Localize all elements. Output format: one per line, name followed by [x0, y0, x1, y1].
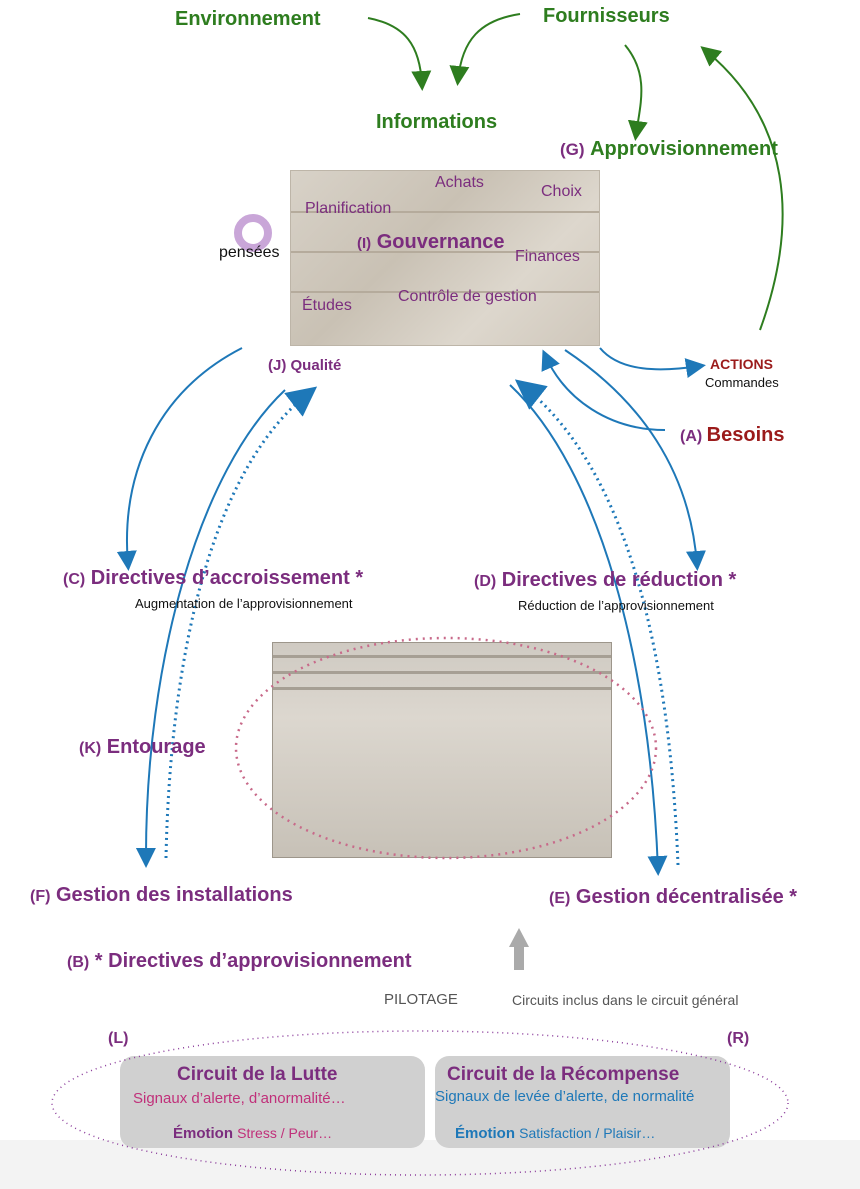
directives-d-label: Directives de réduction * [501, 569, 737, 591]
directives-c-code: (C) [63, 571, 86, 588]
arrow-gov-actions [599, 347, 706, 378]
arrow-besoins-gov [541, 349, 666, 431]
circuit-l-emotion-value: Stress / Peur… [237, 1125, 333, 1141]
directives-c-label: Directives d’accroissement * [90, 567, 364, 589]
gestion-f-code: (F) [30, 888, 51, 905]
qualite-code: (J) [268, 357, 287, 374]
directives-d-code: (D) [474, 573, 497, 590]
workshop-engraving-image [272, 642, 612, 858]
pilotage-label: PILOTAGE [384, 991, 458, 1008]
commandes-label: Commandes [705, 375, 779, 390]
arrow-actions-fournisseurs [700, 46, 784, 331]
besoins-node: (A) Besoins [680, 424, 784, 447]
gestion-f-label: Gestion des installations [56, 884, 293, 906]
cycle-icon [234, 214, 272, 252]
circuit-l-title: Circuit de la Lutte [177, 1064, 338, 1085]
pilotage-arrow-head [509, 928, 529, 947]
directives-b-node: (B) * Directives d’approvisionnement [67, 950, 412, 973]
approvisionnement-code: (G) [560, 140, 585, 159]
circuit-l-signals: Signaux d’alerte, d’anormalité… [133, 1090, 346, 1107]
circuit-r-signals: Signaux de levée d’alerte, de normalité [435, 1088, 695, 1105]
directives-c-sub: Augmentation de l’approvisionnement [135, 596, 353, 611]
arrow-fournisseurs-approvisionnement [624, 44, 648, 141]
arrow-gov-directives-c [116, 347, 243, 571]
directives-d-sub: Réduction de l’approvisionnement [518, 598, 714, 613]
approvisionnement-label: Approvisionnement [590, 138, 778, 160]
circuit-l-emotion: Émotion Stress / Peur… [173, 1125, 332, 1142]
circuit-recompense-box [435, 1056, 730, 1148]
gestion-e-code: (E) [549, 890, 571, 907]
informations-label: Informations [376, 111, 498, 133]
arrow-gov-gestion-e [509, 384, 668, 876]
circuit-r-title: Circuit de la Récompense [447, 1064, 680, 1085]
entourage-ellipse [234, 636, 658, 860]
circuit-r-emotion-value: Satisfaction / Plaisir… [519, 1125, 656, 1141]
actions-label: ACTIONS [710, 356, 773, 372]
besoins-label: Besoins [706, 424, 785, 446]
gestion-e-node: (E) Gestion décentralisée * [549, 886, 797, 909]
qualite-label: Qualité [290, 357, 342, 374]
besoins-code: (A) [680, 428, 703, 445]
gestion-e-label: Gestion décentralisée * [575, 886, 798, 908]
controle-label: Contrôle de gestion [398, 288, 537, 305]
arrow-environnement-informations [367, 17, 432, 91]
circuits-note: Circuits inclus dans le circuit général [512, 992, 739, 1008]
entourage-node: (K) Entourage [79, 736, 206, 759]
gouvernance-code: (I) [357, 235, 372, 252]
directives-b-label: * Directives d’approvisionnement [94, 950, 412, 972]
gouvernance-node: (I) Gouvernance [357, 231, 505, 254]
footer-band [0, 1140, 860, 1189]
governance-engraving-image [290, 170, 600, 346]
planification-label: Planification [305, 200, 392, 217]
directives-d-node: (D) Directives de réduction * [474, 569, 736, 592]
gouvernance-label: Gouvernance [376, 231, 505, 253]
circuit-l-emotion-label: Émotion [173, 1125, 233, 1142]
entourage-label: Entourage [106, 736, 206, 758]
circuit-lutte-box [120, 1056, 425, 1148]
entourage-code: (K) [79, 740, 102, 757]
arrow-qualite-gestion-f [135, 389, 286, 868]
approvisionnement-node: (G) Approvisionnement [560, 138, 778, 161]
circuit-r-code: (R) [727, 1030, 750, 1047]
directives-c-node: (C) Directives d’accroissement * [63, 567, 363, 590]
choix-label: Choix [541, 183, 582, 200]
arrow-gestion-f-qualite [164, 386, 318, 859]
circuit-l-code: (L) [108, 1030, 129, 1047]
circuit-r-emotion: Émotion Satisfaction / Plaisir… [455, 1125, 655, 1142]
achats-label: Achats [435, 174, 484, 191]
etudes-label: Études [302, 297, 352, 314]
arrow-gov-directives-d [564, 349, 706, 571]
fournisseurs-label: Fournisseurs [543, 5, 670, 27]
qualite-node: (J) Qualité [268, 357, 341, 374]
arrow-gestion-e-gov [514, 379, 680, 866]
arrow-fournisseurs-informations [449, 13, 521, 86]
pilotage-arrow-shaft [514, 945, 524, 970]
gestion-f-node: (F) Gestion des installations [30, 884, 293, 907]
directives-b-code: (B) [67, 954, 90, 971]
pensees-label: pensées [219, 244, 280, 261]
circuits-ellipse [51, 1030, 789, 1176]
finances-label: Finances [515, 248, 580, 265]
environnement-label: Environnement [175, 8, 321, 30]
circuit-r-emotion-label: Émotion [455, 1125, 515, 1142]
